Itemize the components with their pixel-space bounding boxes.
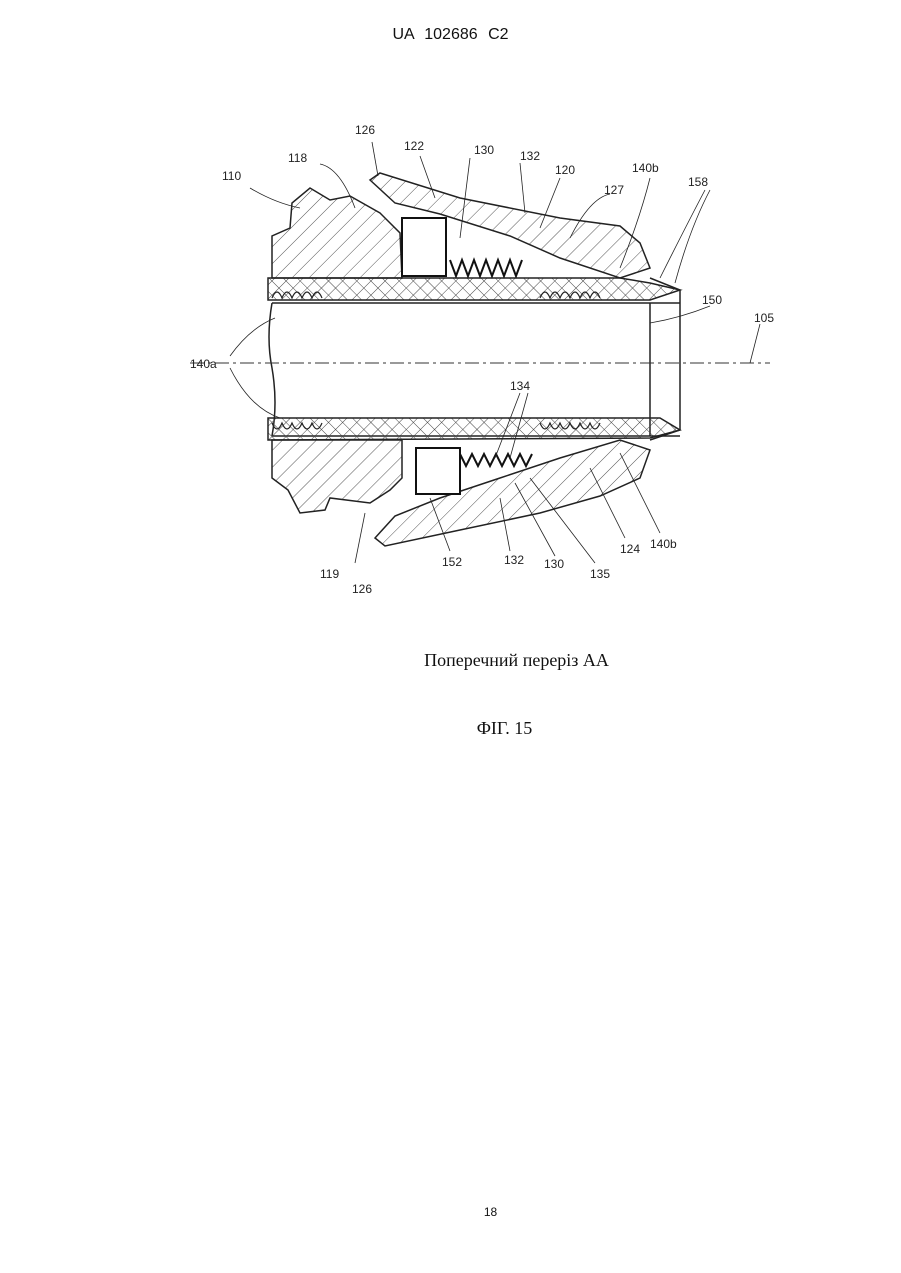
label-132-top: 132	[520, 149, 540, 163]
label-127: 127	[604, 183, 624, 197]
cross-section-drawing: 110 118 126 122 130 132 120 127 140b 158…	[180, 118, 780, 603]
section-caption: Поперечний переріз АА	[66, 650, 901, 671]
label-119: 119	[320, 567, 339, 581]
label-140b-bottom: 140b	[650, 537, 677, 551]
label-118: 118	[288, 151, 307, 165]
figure-caption: ФІГ. 15	[54, 718, 901, 739]
label-134: 134	[510, 379, 530, 393]
top-sleeve	[268, 278, 680, 300]
page-number: 18	[0, 1205, 901, 1219]
label-120: 120	[555, 163, 575, 177]
label-140b-top: 140b	[632, 161, 659, 175]
label-152: 152	[442, 555, 462, 569]
label-135: 135	[590, 567, 610, 581]
bottom-sleeve	[268, 418, 680, 440]
pipe-bore	[269, 303, 680, 436]
label-126-bottom: 126	[352, 582, 372, 596]
drawing-svg: 110 118 126 122 130 132 120 127 140b 158…	[180, 118, 780, 598]
label-130-bottom: 130	[544, 557, 564, 571]
top-body	[272, 188, 402, 278]
label-140a: 140a	[190, 357, 217, 371]
bottom-body	[272, 440, 402, 513]
label-132-bottom: 132	[504, 553, 524, 567]
label-122: 122	[404, 139, 424, 153]
label-150: 150	[702, 293, 722, 307]
label-130-top: 130	[474, 143, 494, 157]
label-158: 158	[688, 175, 708, 189]
label-110: 110	[222, 169, 241, 183]
label-126-top: 126	[355, 123, 375, 137]
label-124: 124	[620, 542, 640, 556]
patent-number-header: UA 102686 C2	[0, 26, 901, 44]
label-105: 105	[754, 311, 774, 325]
